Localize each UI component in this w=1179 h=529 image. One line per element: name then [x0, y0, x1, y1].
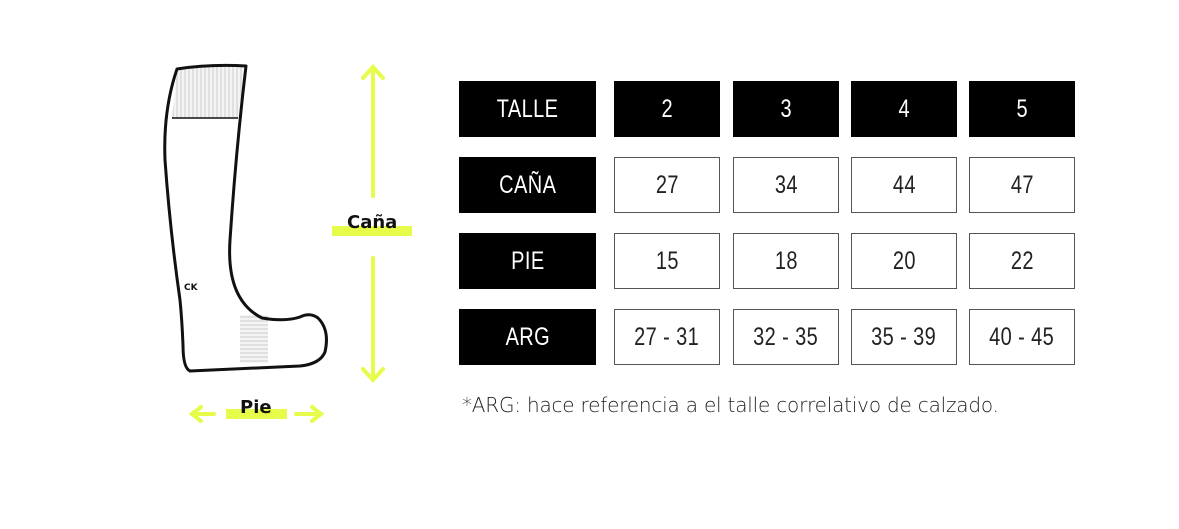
- footnote: *ARG: hace referencia a el talle correla…: [462, 393, 999, 417]
- row-label: CAÑA: [459, 157, 596, 213]
- header-cell: TALLE: [459, 81, 596, 137]
- pie-label-bar: [226, 409, 287, 419]
- table-cell: 32 - 35: [733, 309, 839, 365]
- header-cell: 3: [733, 81, 839, 137]
- cana-arrow: [361, 64, 385, 383]
- row-label: PIE: [459, 233, 596, 289]
- table-cell: 15: [614, 233, 720, 289]
- sock-outline: [163, 63, 328, 373]
- table-cell: 27: [614, 157, 720, 213]
- table-cell: 44: [851, 157, 957, 213]
- table-cell: 22: [969, 233, 1075, 289]
- logo-text: CK: [184, 283, 198, 293]
- table-cell: 40 - 45: [969, 309, 1075, 365]
- header-cell: 2: [614, 81, 720, 137]
- header-cell: 4: [851, 81, 957, 137]
- table-cell: 47: [969, 157, 1075, 213]
- cana-label: Caña: [347, 212, 398, 233]
- table-cell: 34: [733, 157, 839, 213]
- table-cell: 18: [733, 233, 839, 289]
- row-label: ARG: [459, 309, 596, 365]
- cana-label-bar: [332, 226, 412, 236]
- header-cell: 5: [969, 81, 1075, 137]
- pie-label: Pie: [240, 397, 272, 418]
- pie-arrow: [188, 405, 325, 423]
- table-cell: 35 - 39: [851, 309, 957, 365]
- table-cell: 27 - 31: [614, 309, 720, 365]
- table-cell: 20: [851, 233, 957, 289]
